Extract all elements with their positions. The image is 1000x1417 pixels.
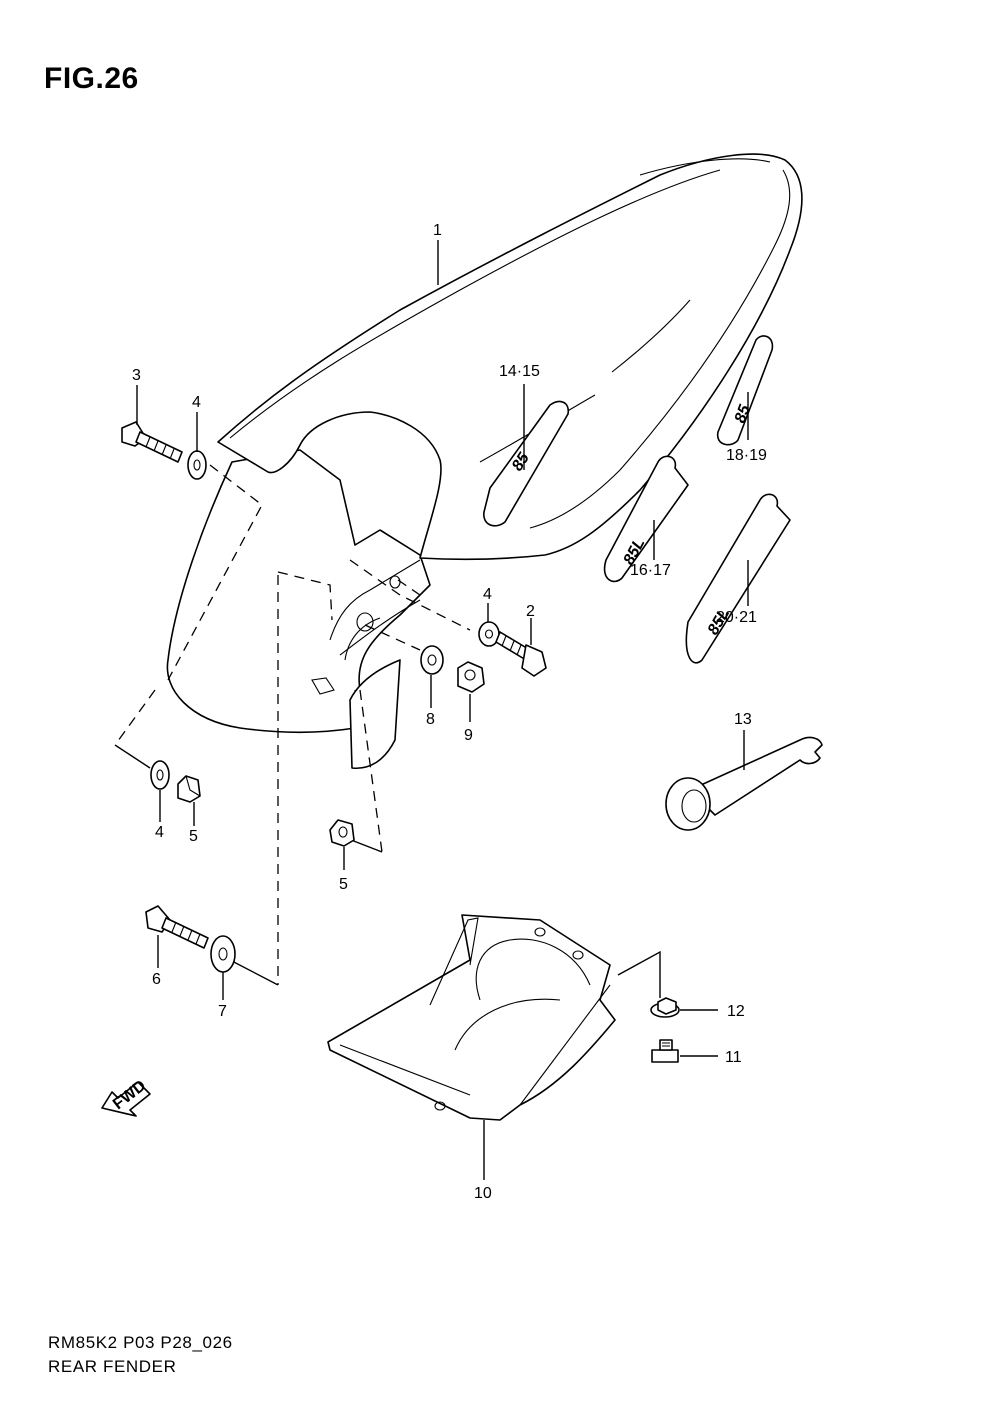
callout-16-17: 16·17	[630, 562, 671, 579]
washer-part-4-upper	[187, 450, 207, 480]
decal-85l-middle: 85L	[603, 455, 689, 583]
callout-1: 1	[433, 222, 442, 239]
callout-14-15: 14·15	[499, 363, 540, 380]
callout-4-right: 4	[483, 586, 492, 603]
callout-20-21: 20·21	[716, 609, 757, 626]
callout-3: 3	[132, 367, 141, 384]
callout-2: 2	[526, 603, 535, 620]
callout-5-left: 5	[189, 828, 198, 845]
callout-8: 8	[426, 711, 435, 728]
bolt-part-2	[495, 631, 547, 677]
callout-12: 12	[727, 1003, 745, 1020]
washer-part-7	[210, 935, 236, 973]
nut-part-12	[650, 997, 680, 1018]
rear-fender-part	[166, 153, 803, 769]
callout-13: 13	[734, 711, 752, 728]
callout-9: 9	[464, 727, 473, 744]
callout-5-lower: 5	[339, 876, 348, 893]
figure-code: RM85K2 P03 P28_026	[48, 1333, 233, 1352]
bolt-part-3	[121, 421, 183, 463]
figure-name: REAR FENDER	[48, 1357, 177, 1376]
callout-4-lower: 4	[155, 824, 164, 841]
washer-part-4-lower	[150, 760, 170, 790]
bolt-part-11	[651, 1039, 679, 1063]
decal-85l-lower: 85L	[685, 493, 791, 664]
fwd-arrow-icon: FWD	[101, 1077, 151, 1117]
decal-85-upper: 85	[483, 400, 570, 527]
callout-11: 11	[725, 1049, 742, 1066]
guard-part-10	[327, 914, 616, 1121]
wrench-part-13	[665, 736, 823, 831]
nut-part-5-left	[177, 775, 201, 803]
callout-18-19: 18·19	[726, 447, 767, 464]
bolt-part-6	[145, 905, 209, 949]
callout-4-upper: 4	[192, 394, 201, 411]
washer-part-8	[420, 645, 444, 675]
nut-part-5-lower	[329, 819, 355, 847]
callout-10: 10	[474, 1185, 492, 1202]
figure-title: FIG.26	[44, 62, 139, 95]
leader-lines	[136, 240, 749, 1180]
callout-6: 6	[152, 971, 161, 988]
callout-7: 7	[218, 1003, 227, 1020]
nut-part-9	[457, 661, 485, 693]
